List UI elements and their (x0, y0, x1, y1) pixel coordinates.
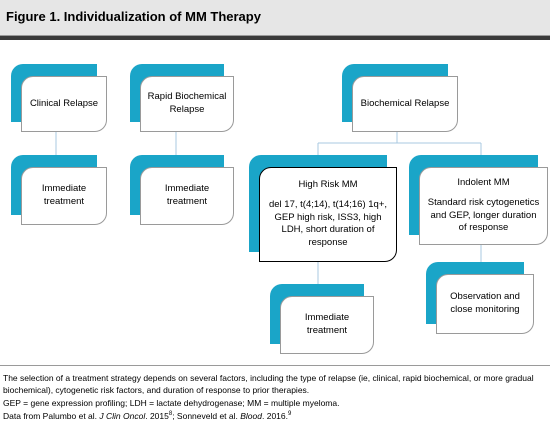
caption-divider (0, 365, 550, 366)
source-ref-1: 8 (168, 411, 173, 418)
source-prefix: Data from Palumbo et al. (3, 411, 100, 422)
node-box: Immediate treatment (140, 167, 234, 225)
source-mid-2: ; Sonneveld et al. (172, 411, 241, 422)
node-box: Observation and close monitoring (436, 274, 534, 334)
node-label: Immediate treatment (41, 183, 87, 207)
node-immediate-treatment-rapid: Immediate treatment (130, 155, 234, 225)
node-box: High Risk MM del 17, t(4;14), t(14;16) 1… (259, 167, 397, 262)
node-box: Biochemical Relapse (352, 76, 458, 132)
node-label: Clinical Relapse (29, 97, 99, 109)
node-biochemical-relapse: Biochemical Relapse (342, 64, 458, 132)
node-box: Clinical Relapse (21, 76, 107, 132)
node-immediate-treatment-clinical: Immediate treatment (11, 155, 107, 225)
node-box: Rapid Biochemical Relapse (140, 76, 234, 132)
node-clinical-relapse: Clinical Relapse (11, 64, 107, 132)
node-label: Immediate treatment (304, 312, 350, 336)
figure-caption: The selection of a treatment strategy de… (3, 372, 548, 423)
title-divider (0, 36, 550, 40)
node-title: Indolent MM (457, 176, 510, 188)
node-detail: Standard risk cytogenetics and GEP, long… (427, 196, 540, 234)
node-immediate-treatment-high-risk: Immediate treatment (270, 284, 374, 354)
source-journal-1: J Clin Oncol (99, 411, 146, 422)
source-mid-3: . 2016. (262, 411, 288, 422)
caption-paragraph: The selection of a treatment strategy de… (3, 373, 534, 396)
node-observation-monitoring: Observation and close monitoring (426, 262, 534, 334)
node-label: Observation and close monitoring (450, 291, 520, 315)
figure-title-bar: Figure 1. Individualization of MM Therap… (0, 0, 550, 36)
node-label: Immediate treatment (164, 183, 210, 207)
node-high-risk-mm: High Risk MM del 17, t(4;14), t(14;16) 1… (249, 155, 397, 262)
figure-title: Figure 1. Individualization of MM Therap… (6, 9, 261, 24)
source-ref-2: 9 (288, 411, 292, 418)
node-label: Biochemical Relapse (360, 97, 450, 109)
node-label: Rapid Biochemical Relapse (147, 91, 227, 115)
node-box: Immediate treatment (21, 167, 107, 225)
node-rapid-biochemical-relapse: Rapid Biochemical Relapse (130, 64, 234, 132)
source-mid-1: . 2015 (145, 411, 169, 422)
node-indolent-mm: Indolent MM Standard risk cytogenetics a… (409, 155, 548, 245)
node-box: Immediate treatment (280, 296, 374, 354)
source-journal-2: Blood (240, 411, 262, 422)
node-box: Indolent MM Standard risk cytogenetics a… (419, 167, 548, 245)
node-title: High Risk MM (298, 178, 358, 190)
caption-abbreviations: GEP = gene expression profiling; LDH = l… (3, 398, 340, 409)
node-detail: del 17, t(4;14), t(14;16) 1q+, GEP high … (268, 198, 388, 249)
caption-source: Data from Palumbo et al. J Clin Oncol. 2… (3, 410, 548, 422)
